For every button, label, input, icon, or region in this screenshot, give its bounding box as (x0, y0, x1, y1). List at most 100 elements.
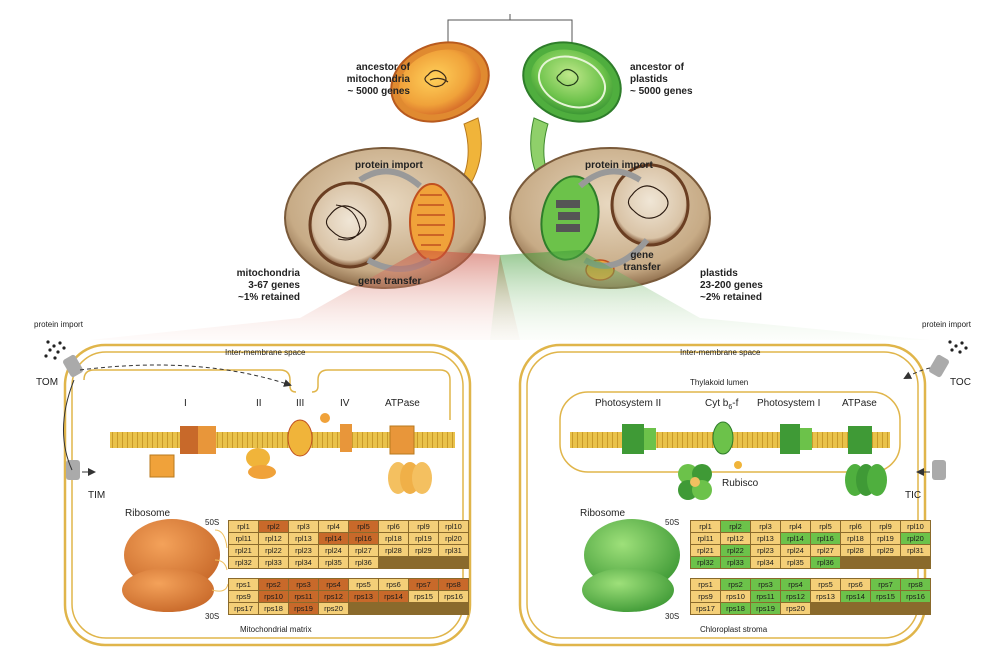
gene-cell: rpl2 (721, 521, 750, 532)
thylakoid-lumen-label: Thylakoid lumen (690, 378, 749, 387)
gene-cell: rpl19 (409, 533, 438, 544)
gene-cell: rps7 (409, 579, 438, 590)
gene-cell: rpl3 (751, 521, 780, 532)
gene-cell: rpl31 (901, 545, 930, 556)
gene-cell: rpl20 (901, 533, 930, 544)
gene-cell: rps3 (289, 579, 318, 590)
gene-cell: rpl23 (289, 545, 318, 556)
gene-cell: rps15 (409, 591, 438, 602)
gene-transfer-label-plastid: gene transfer (623, 250, 661, 273)
gene-cell: rpl10 (901, 521, 930, 532)
plastid-ancestor-label: ancestor of plastids ~ 5000 genes (630, 62, 730, 98)
complex-ii-label: II (256, 398, 262, 409)
gene-cell: rps10 (721, 591, 750, 602)
mito-30s-label: 30S (205, 612, 220, 621)
cyt-b6f-label: Cyt b6-f (705, 398, 738, 414)
complex-iii-label: III (296, 398, 305, 409)
plastid-ancestor-line1: ancestor of (630, 62, 684, 73)
gene-cell: rps1 (691, 579, 720, 590)
mito-summary-line1: mitochondria (236, 268, 300, 279)
plastid-atpase-label: ATPase (842, 398, 877, 409)
gene-cell: rpl29 (871, 545, 900, 556)
gene-cell: rpl16 (349, 533, 378, 544)
protein-import-label-plastid: protein import (585, 160, 653, 171)
plastid-ancestor-line3: ~ 5000 genes (630, 86, 693, 97)
gene-cell: rps1 (229, 579, 258, 590)
gene-cell: rps12 (781, 591, 810, 602)
tic-label: TIC (905, 490, 922, 501)
gene-cell: rps4 (781, 579, 810, 590)
gene-cell: rpl5 (349, 521, 378, 532)
gene-cell: rpl10 (439, 521, 468, 532)
protein-import-arrow-plastid (578, 168, 642, 189)
complex-iv-label: IV (340, 398, 350, 409)
gene-cell: rps17 (691, 603, 720, 614)
tom-label: TOM (36, 377, 59, 388)
plastid-50s-label: 50S (665, 518, 680, 527)
gene-cell: rpl18 (841, 533, 870, 544)
gene-cell: rps5 (349, 579, 378, 590)
mito-summary-line2: 3-67 genes (248, 280, 300, 291)
mito-summary-label: mitochondria 3-67 genes ~1% retained (190, 268, 300, 304)
cyt-b-text: Cyt b (705, 398, 729, 409)
gene-cell: rps11 (289, 591, 318, 602)
gene-cell: rps19 (289, 603, 318, 614)
gene-cell: rpl22 (259, 545, 288, 556)
gene-cell: rpl14 (319, 533, 348, 544)
gene-cell: rpl12 (259, 533, 288, 544)
cyt-subscript: 6 (728, 404, 733, 411)
plastid-protein-import-label: protein import (922, 320, 971, 329)
tim-label: TIM (88, 490, 106, 501)
gene-cell: rps18 (259, 603, 288, 614)
gene-cell: rpl13 (751, 533, 780, 544)
ancestor-plastid (522, 41, 622, 123)
mito-intermembrane-label: Inter-membrane space (225, 348, 306, 357)
mito-atpase-label: ATPase (385, 398, 420, 409)
mito-50s-label: 50S (205, 518, 220, 527)
gene-cell: rps6 (841, 579, 870, 590)
plastid-ancestor-line2: plastids (630, 74, 668, 85)
mito-ancestor-line2: mitochondria (346, 74, 410, 85)
gene-cell: rpl21 (691, 545, 720, 556)
gene-cell: rps15 (871, 591, 900, 602)
gene-cell: rpl9 (871, 521, 900, 532)
gene-cell: rps14 (379, 591, 408, 602)
gene-cell: rps2 (721, 579, 750, 590)
gene-cell: rps20 (781, 603, 810, 614)
ancestor-mitochondrion (390, 41, 490, 123)
gene-cell: rps11 (751, 591, 780, 602)
gene-cell: rpl23 (751, 545, 780, 556)
gene-cell: rpl27 (811, 545, 840, 556)
protein-import-label-mito: protein import (355, 160, 423, 171)
plastid-summary-label: plastids 23-200 genes ~2% retained (700, 268, 810, 304)
phylogeny-connector (447, 14, 573, 45)
gene-cell: rps4 (319, 579, 348, 590)
gene-cell: rpl28 (841, 545, 870, 556)
gene-cell: rpl4 (319, 521, 348, 532)
gene-cell: rpl34 (289, 557, 318, 568)
mito-detail-panel (44, 340, 472, 647)
mito-ribosome-label: Ribosome (125, 508, 171, 519)
plastid-summary-line1: plastids (700, 268, 738, 279)
photosystem-i-label: Photosystem I (757, 398, 821, 409)
gene-cell: rpl33 (721, 557, 750, 568)
gene-cell: rpl35 (781, 557, 810, 568)
gene-cell: rps14 (841, 591, 870, 602)
protein-import-arrow-mito (358, 168, 422, 189)
gene-cell: rpl33 (259, 557, 288, 568)
gene-cell: rpl22 (721, 545, 750, 556)
mito-ancestor-line3: ~ 5000 genes (347, 86, 410, 97)
gene-cell: rps5 (811, 579, 840, 590)
gene-cell: rpl29 (409, 545, 438, 556)
gene-cell: rpl21 (229, 545, 258, 556)
gene-cell: rpl16 (811, 533, 840, 544)
gene-cell: rps20 (319, 603, 348, 614)
plastid-30s-label: 30S (665, 612, 680, 621)
plastid-intermembrane-label: Inter-membrane space (680, 348, 761, 357)
gene-cell: rps9 (229, 591, 258, 602)
gene-cell: rpl14 (781, 533, 810, 544)
gene-cell: rpl9 (409, 521, 438, 532)
gene-cell: rpl13 (289, 533, 318, 544)
